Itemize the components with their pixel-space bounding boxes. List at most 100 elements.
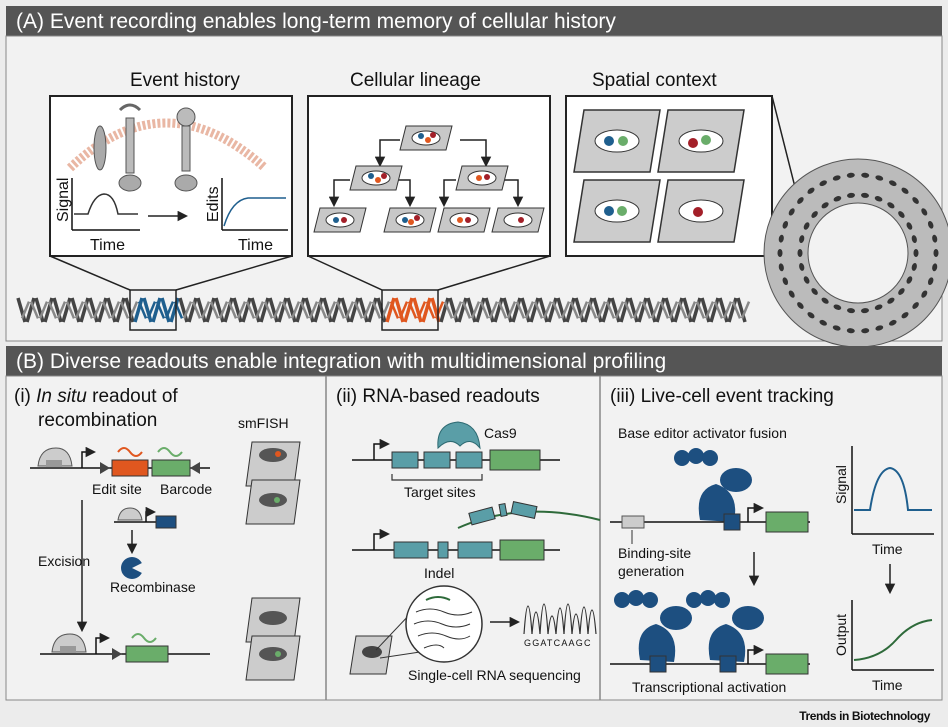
tissue-cell-nucleus — [874, 196, 883, 202]
cell-gen1-right — [455, 165, 509, 191]
zoom-lines-dna-1 — [49, 255, 293, 291]
dna-strand-segment — [619, 297, 630, 323]
dna-strand-segment — [187, 297, 198, 323]
cas9-icon — [437, 421, 481, 450]
dna-strand-segment — [722, 301, 733, 319]
dna-strand-segment — [704, 301, 715, 319]
sequence-text: GGATCAAGC — [524, 638, 592, 648]
dna-strand-segment — [497, 301, 508, 319]
cas9-label: Cas9 — [484, 425, 517, 441]
dna-strand-segment — [115, 297, 126, 323]
tissue-cell-nucleus — [906, 222, 913, 230]
chromatogram-peak — [523, 605, 533, 635]
output-axis: Output — [833, 614, 849, 656]
tissue-cell-nucleus — [932, 263, 938, 272]
tissue-cell-nucleus — [912, 302, 919, 309]
dna-strand-segment — [502, 297, 513, 323]
dna-strand-segment — [223, 297, 234, 323]
activation-label: Transcriptional activation — [632, 679, 786, 695]
scrna-label: Single-cell RNA sequencing — [408, 667, 581, 683]
tissue-cell-nucleus — [797, 249, 803, 257]
tissue-cell-nucleus — [887, 297, 895, 304]
spatial-context-box — [565, 95, 773, 257]
dna-strand-segment — [686, 301, 697, 319]
dna-strand-segment — [169, 297, 180, 323]
chromatogram-peak — [587, 609, 597, 635]
excision-label: Excision — [38, 553, 90, 569]
binding-site-label-1: Binding-site — [618, 545, 691, 561]
section-a-title: (A) Event recording enables long-term me… — [16, 10, 616, 33]
dna-strand-segment — [425, 301, 436, 319]
dna-strand-segment — [484, 297, 495, 323]
section-a-header — [6, 6, 942, 36]
tissue-cell-nucleus — [778, 263, 784, 272]
edit-site-label: Edit site — [92, 481, 142, 497]
chromatogram-peak — [547, 615, 557, 635]
dna-strand-segment — [488, 301, 499, 319]
tissue-cell-nucleus — [788, 208, 795, 216]
tissue-cell-nucleus — [803, 222, 810, 230]
dna-strand-segment — [466, 297, 477, 323]
indel-label: Indel — [424, 565, 454, 581]
dna-strand-segment — [358, 297, 369, 323]
tissue-cell-nucleus — [832, 325, 841, 331]
dna-strand-segment — [511, 297, 522, 323]
tissue-cell-nucleus — [777, 249, 783, 257]
tissue-cell-nucleus — [832, 175, 841, 181]
dna-strand-segment — [97, 297, 108, 323]
tissue-cell-nucleus — [889, 319, 897, 326]
dna-strand-segment — [623, 301, 634, 319]
dna-strand-segment — [443, 301, 454, 319]
cellular-lineage-box — [307, 95, 551, 257]
dna-strand-segment — [412, 297, 423, 323]
dna-strand-segment — [520, 297, 531, 323]
dna-strand-segment — [214, 297, 225, 323]
dna-strand-segment — [101, 301, 112, 319]
tissue-cell-nucleus — [887, 202, 895, 209]
dna-strand-segment — [596, 301, 607, 319]
tissue-cell-nucleus — [861, 308, 869, 314]
tissue-cell-nucleus — [807, 187, 815, 194]
output-time-plot — [851, 600, 934, 671]
tissue-cell-nucleus — [821, 297, 829, 304]
tissue-cell-nucleus — [782, 277, 789, 286]
dna-strand-segment — [560, 301, 571, 319]
dna-strand-segment — [137, 301, 148, 319]
tissue-cell-nucleus — [797, 302, 804, 309]
smfish-cell-3 — [245, 597, 301, 643]
dna-strand-segment — [128, 301, 139, 319]
dna-strand-segment — [394, 297, 405, 323]
cell-root — [399, 125, 453, 151]
zoom-lines-dna-2 — [307, 255, 551, 291]
dna-strand-segment — [380, 301, 391, 319]
dna-strand-segment — [479, 301, 490, 319]
chromatogram-peak — [531, 611, 541, 635]
target-sites-label: Target sites — [404, 484, 476, 500]
dna-strand-segment — [524, 301, 535, 319]
signal-time-plot — [851, 446, 934, 535]
dna-strand-segment — [448, 297, 459, 323]
dna-strand-segment — [344, 301, 355, 319]
dna-strand-segment — [308, 301, 319, 319]
event-history-title: Event history — [130, 70, 240, 91]
dna-strand-segment — [673, 297, 684, 323]
dna-strand-segment — [389, 301, 400, 319]
smfish-cell-2 — [245, 479, 301, 525]
tissue-cell-nucleus — [901, 187, 909, 194]
tissue-cell-nucleus — [821, 202, 829, 209]
lineage-tree — [328, 139, 524, 208]
dna-strand-segment — [241, 297, 252, 323]
dna-strand-segment — [533, 301, 544, 319]
dna-strand-segment — [110, 301, 121, 319]
dna-strand-segment — [254, 301, 265, 319]
panel-ii-title: (ii) RNA-based readouts — [336, 386, 540, 407]
cell-gen2-4 — [491, 207, 545, 233]
spatial-cell-1 — [573, 109, 661, 173]
tissue-cell-nucleus — [932, 234, 938, 243]
dna-strand-segment — [461, 301, 472, 319]
tissue-cell-nucleus — [874, 304, 883, 310]
dna-strand-segment — [493, 297, 504, 323]
dna-strand-segment — [740, 301, 751, 319]
dna-strand-segment — [664, 297, 675, 323]
tissue-cell-nucleus — [846, 172, 855, 178]
